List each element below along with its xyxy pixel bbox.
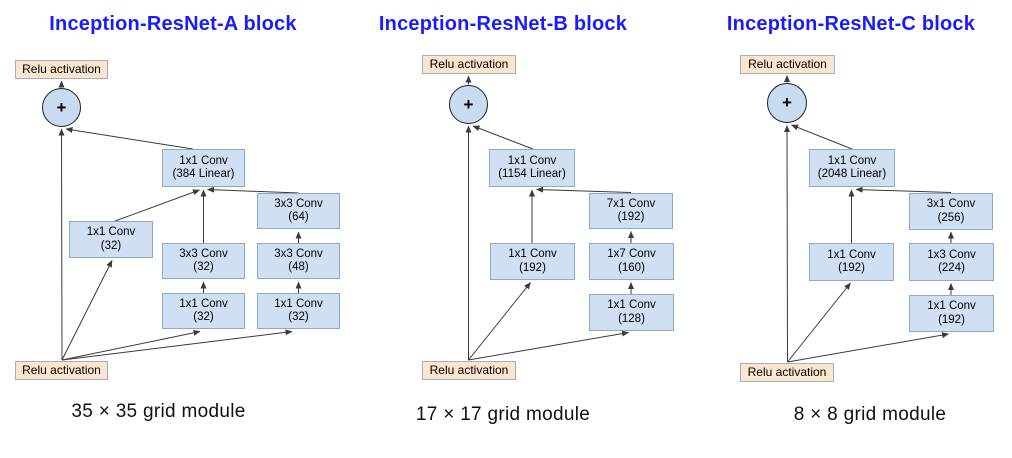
diagram-b-conv-left: 1x1 Conv (192)	[490, 243, 575, 280]
diagram-a-conv-mid: 3x3 Conv (32)	[162, 243, 245, 279]
arrow-b-relu-to-left	[468, 282, 531, 361]
arrow-a-residual	[58, 128, 65, 361]
arrow-a-left-to-linear	[114, 189, 200, 222]
diagram-a-title: Inception-ResNet-A block	[49, 13, 297, 35]
diagram-b-relu-input: Relu activation	[422, 361, 516, 380]
arrow-c-relu-to-rightbot	[787, 332, 949, 363]
diagram-a-conv-linear: 1x1 Conv (384 Linear)	[162, 149, 245, 187]
diagram-c-relu-output: Relu activation	[740, 55, 835, 74]
diagram-b-add-node: +	[449, 85, 488, 124]
diagram-a-conv-mid-bottom: 1x1 Conv (32)	[162, 293, 245, 329]
arrow-c-residual	[784, 125, 791, 363]
arrow-c-linear-to-add	[791, 124, 853, 150]
diagram-c-title: Inception-ResNet-C block	[726, 13, 976, 35]
diagram-b-conv-right-bottom: 1x1 Conv (128)	[589, 294, 674, 331]
diagram-b-title: Inception-ResNet-B block	[378, 13, 628, 35]
diagram-b-conv-right-mid: 1x7 Conv (160)	[589, 243, 674, 280]
arrow-b-relu-to-rightbot	[468, 330, 629, 361]
plus-icon: +	[56, 97, 67, 117]
arrow-c-righttop-to-linear	[855, 186, 952, 193]
plus-icon: +	[463, 94, 474, 114]
diagram-c-conv-left: 1x1 Conv (192)	[809, 243, 894, 281]
diagram-c-conv-right-bottom: 1x1 Conv (192)	[909, 295, 994, 332]
diagram-a-conv-right-top: 3x3 Conv (64)	[257, 193, 340, 229]
arrow-a-relu-to-left	[61, 260, 113, 361]
arrow-a-relu-to-rightbot	[61, 329, 293, 361]
arrow-b-linear-to-add	[472, 125, 534, 150]
diagram-c-conv-right-top: 3x1 Conv (256)	[909, 193, 993, 230]
diagram-a-relu-input: Relu activation	[15, 361, 108, 380]
arrow-a-righttop-to-linear	[207, 186, 299, 194]
diagram-c-conv-linear: 1x1 Conv (2048 Linear)	[809, 149, 895, 187]
diagram-a-conv-right-bottom: 1x1 Conv (32)	[257, 293, 340, 329]
diagram-c-caption: 8 × 8 grid module	[793, 404, 947, 425]
diagram-b-caption: 17 × 17 grid module	[415, 404, 591, 425]
diagram-a-caption: 35 × 35 grid module	[71, 401, 246, 422]
diagram-a-conv-right-mid: 3x3 Conv (48)	[257, 243, 340, 279]
diagram-c-conv-right-mid: 1x3 Conv (224)	[909, 243, 994, 281]
diagram-b-conv-linear: 1x1 Conv (1154 Linear)	[489, 149, 575, 187]
arrow-a-linear-to-add	[65, 127, 194, 150]
diagram-c-add-node: +	[767, 83, 807, 123]
diagram-a-conv-left: 1x1 Conv (32)	[69, 221, 153, 258]
arrow-a-relu-to-midbot	[61, 329, 201, 361]
diagram-c-relu-input: Relu activation	[740, 363, 834, 382]
diagram-a-add-node: +	[42, 88, 81, 127]
diagram-b-conv-right-top: 7x1 Conv (192)	[589, 193, 673, 229]
arrow-c-relu-to-left	[787, 282, 851, 363]
arrow-b-righttop-to-linear	[536, 186, 632, 193]
plus-icon: +	[782, 93, 792, 112]
diagram-b-relu-output: Relu activation	[422, 55, 516, 74]
diagram-a-relu-output: Relu activation	[15, 60, 108, 79]
